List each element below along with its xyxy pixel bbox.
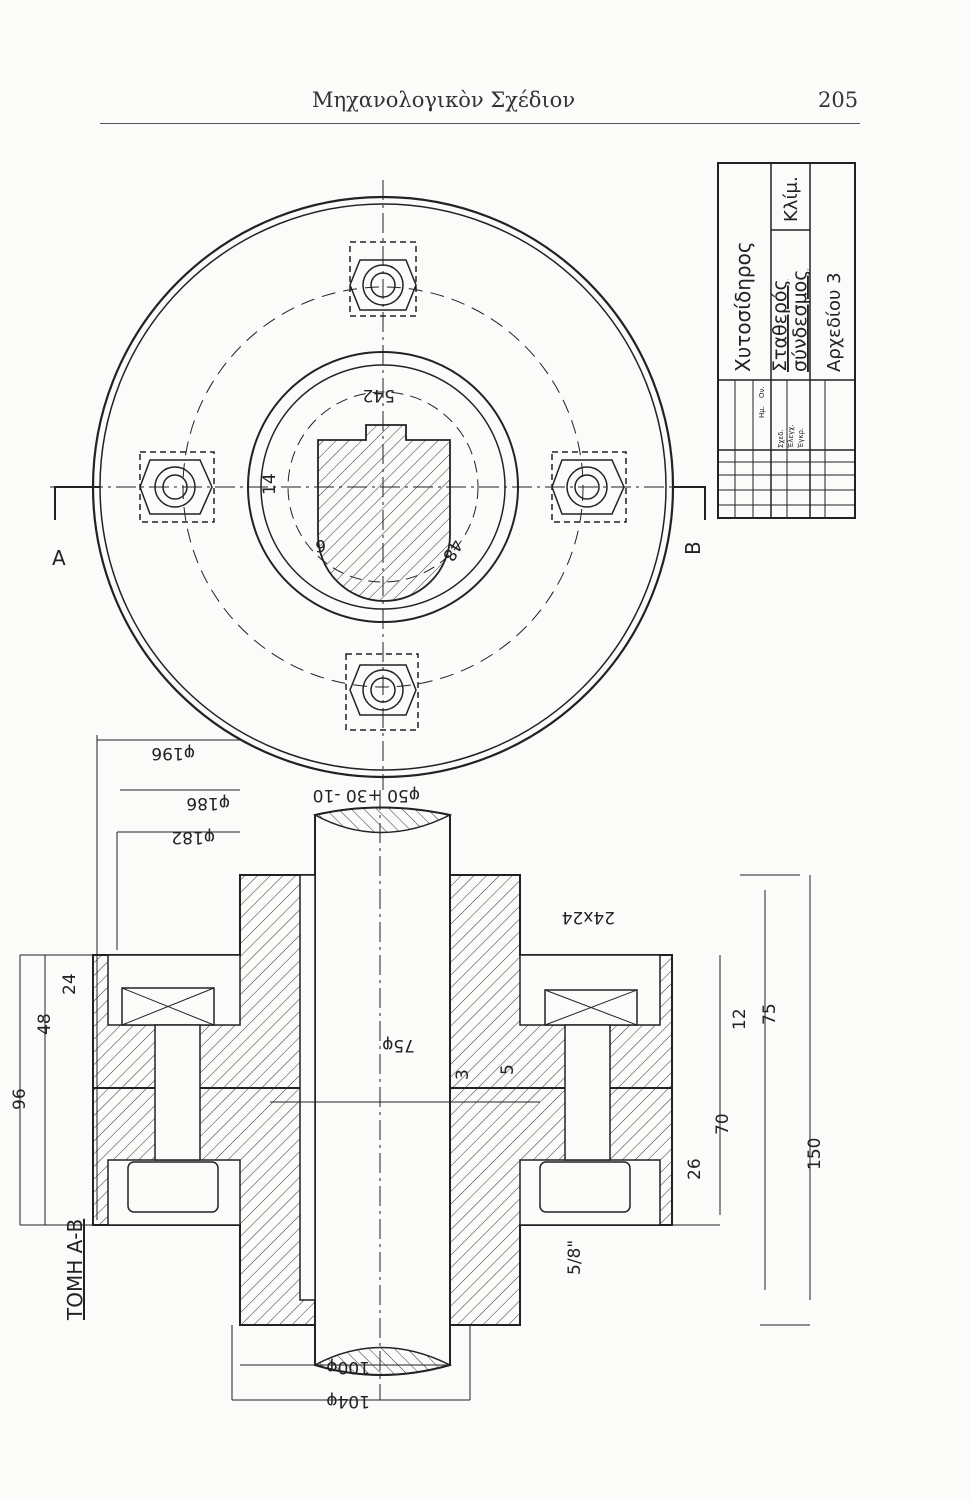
dim-12: 12	[730, 1008, 750, 1030]
page-number: 205	[818, 88, 859, 112]
dim-24x24: 24x24	[562, 907, 615, 927]
dim-542: 542	[363, 385, 395, 405]
tb-scale: Κλίμ.	[781, 176, 802, 222]
dim-182: φ182	[171, 827, 215, 847]
dim-5-8: 5/8"	[565, 1240, 585, 1275]
tb-approved: Έγκρ.	[797, 428, 805, 449]
section-mark-b: B	[681, 541, 705, 555]
dim-96: 96	[10, 1088, 30, 1110]
section-title: ΤΟΜΗ Α-Β	[63, 1219, 87, 1321]
flange-front-view	[50, 180, 706, 790]
tb-name-1: Σταθερός	[769, 279, 791, 372]
tb-date-col: Ημ.	[758, 406, 766, 418]
dim-14: 14	[260, 473, 280, 495]
dim-104: 104φ	[326, 1391, 370, 1411]
bolt-top	[349, 241, 417, 317]
dim-6: 6	[315, 535, 326, 555]
tb-name-col: Ον.	[758, 386, 766, 398]
tb-name-2: σύνδεσμος	[789, 270, 811, 372]
dim-150: 150	[805, 1138, 825, 1170]
tb-drawn: Σχεδ.	[777, 429, 785, 448]
dim-50: φ50 +30 -10	[313, 785, 420, 805]
dim-100: 100φ	[326, 1357, 370, 1377]
section-mark-a: A	[52, 546, 66, 570]
section-view	[19, 735, 811, 1401]
dim-3: 3	[453, 1069, 473, 1080]
tb-archive: Αρχεδίου 3	[824, 272, 845, 372]
bolt-left	[139, 451, 215, 523]
dim-26: 26	[685, 1158, 705, 1180]
dim-186: φ186	[186, 793, 230, 813]
dim-75-right: 75	[760, 1003, 780, 1025]
dim-70: 70	[713, 1113, 733, 1135]
bolt-right	[551, 451, 627, 523]
title-block	[717, 162, 856, 519]
bolt-bottom	[345, 653, 419, 731]
dim-48: 48	[35, 1013, 55, 1035]
dimension-labels: 542 14 6 48 φ196 φ186 φ182 φ50 +30 -10 2…	[10, 385, 825, 1411]
dim-24: 24	[60, 973, 80, 995]
tb-checked: Έλεγχ.	[787, 424, 795, 449]
running-title: Μηχανολογικὸν Σχέδιον	[312, 88, 576, 112]
dim-5: 5	[498, 1064, 518, 1075]
dim-196: φ196	[151, 743, 195, 763]
tb-material: Χυτοσίδηρος	[731, 241, 755, 372]
dim-75: 75φ	[382, 1035, 415, 1055]
header-rule	[100, 123, 860, 124]
